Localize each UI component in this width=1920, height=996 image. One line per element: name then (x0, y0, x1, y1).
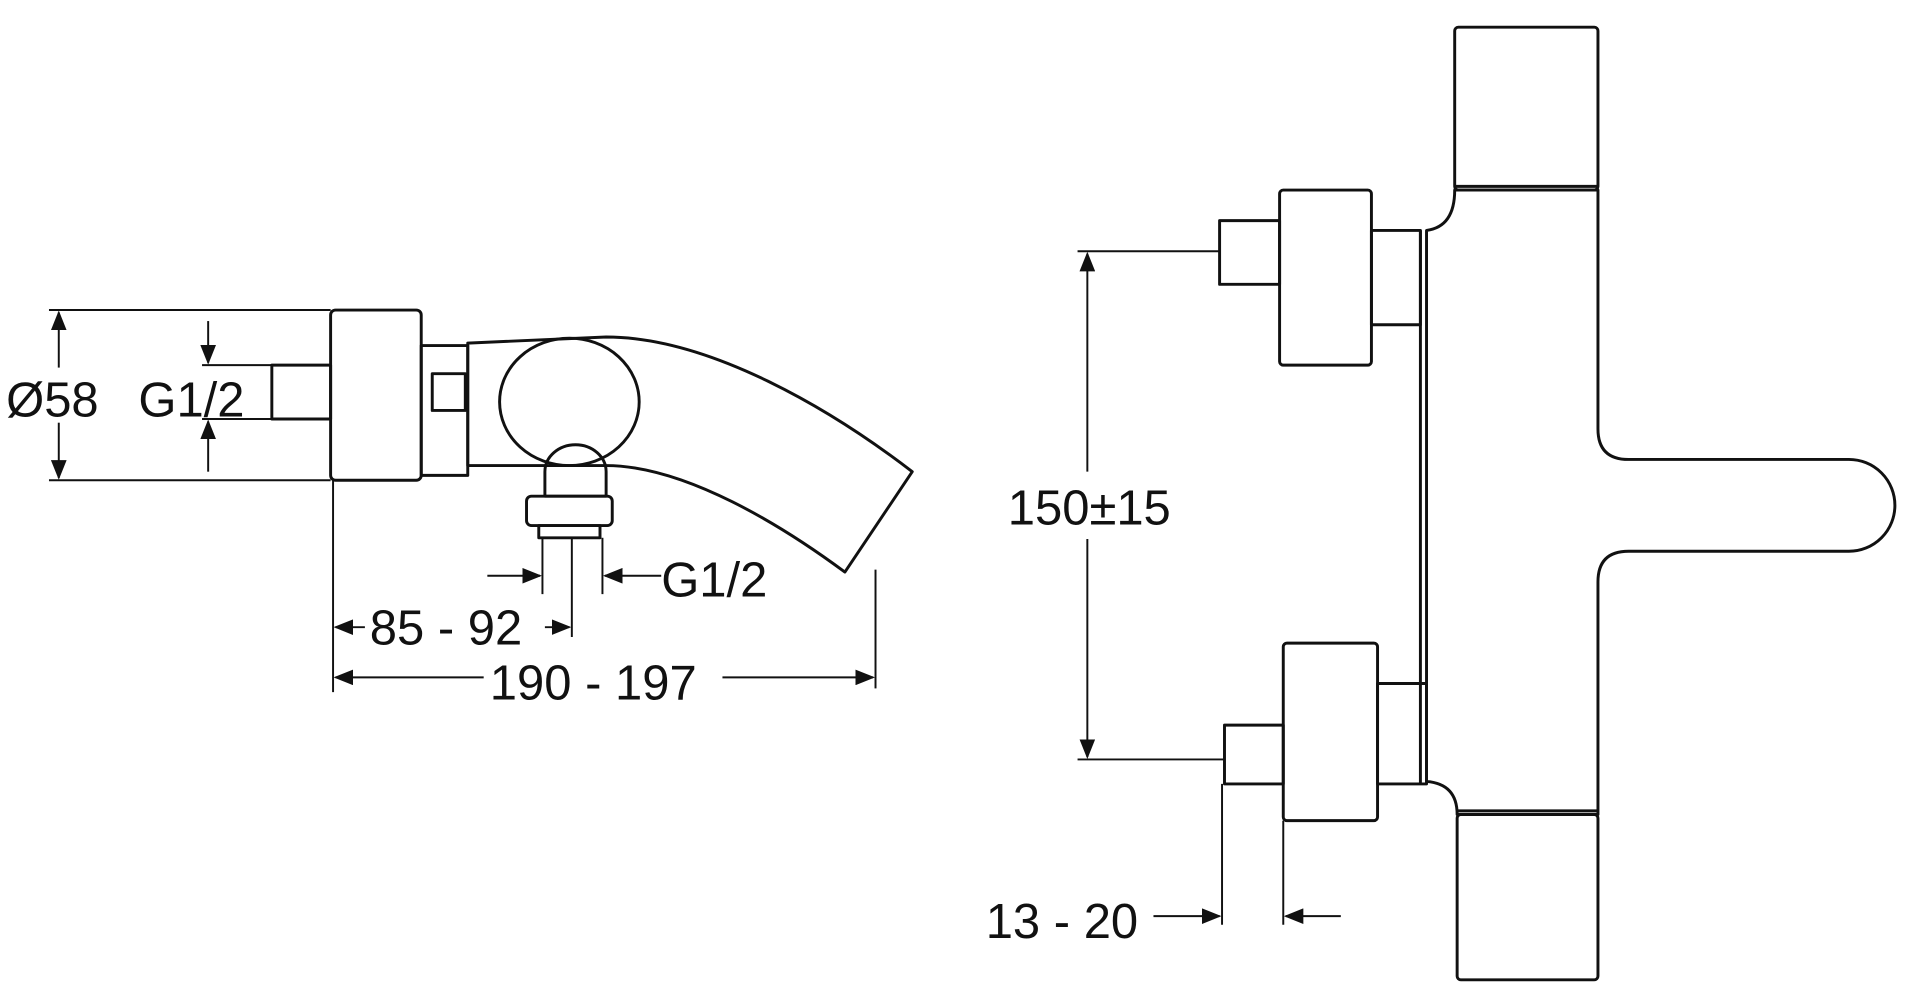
bottom-eccentric-valve (1223, 641, 1428, 823)
inlet-thread-dimension: G1/2 (138, 321, 272, 472)
top-eccentric-valve (1218, 188, 1422, 367)
eccentric-offset-label: 13 - 20 (986, 895, 1138, 949)
eccentric-offset-dimension: 13 - 20 (986, 783, 1341, 949)
front-view: 150±15 13 - 20 (986, 25, 1897, 982)
mixer-body (1425, 188, 1897, 816)
inlet-spacing-dimension: 150±15 (1008, 250, 1225, 761)
top-handle (1453, 25, 1600, 192)
inlet-spacing-label: 150±15 (1008, 481, 1171, 535)
overall-length-label: 190 - 197 (490, 656, 697, 710)
outlet-distance-label: 85 - 92 (370, 601, 522, 655)
inlet-pipe (270, 363, 333, 421)
spout (466, 335, 914, 574)
handle-body (329, 308, 423, 482)
outlet-thread-label: G1/2 (661, 554, 767, 608)
outlet-distance-dimension: 85 - 92 (332, 480, 573, 693)
diameter-dimension: Ø58 (6, 309, 331, 482)
outlet-fitting (525, 443, 614, 540)
outlet-thread-dimension: G1/2 (487, 537, 767, 608)
bottom-handle (1455, 813, 1600, 982)
side-view: Ø58 G1/2 G1/2 (6, 308, 914, 710)
inlet-thread-label: G1/2 (138, 374, 244, 428)
diverter-knob (498, 336, 641, 468)
overall-length-dimension: 190 - 197 (333, 569, 877, 710)
diameter-label: Ø58 (6, 374, 99, 428)
connector-nut (430, 372, 467, 412)
